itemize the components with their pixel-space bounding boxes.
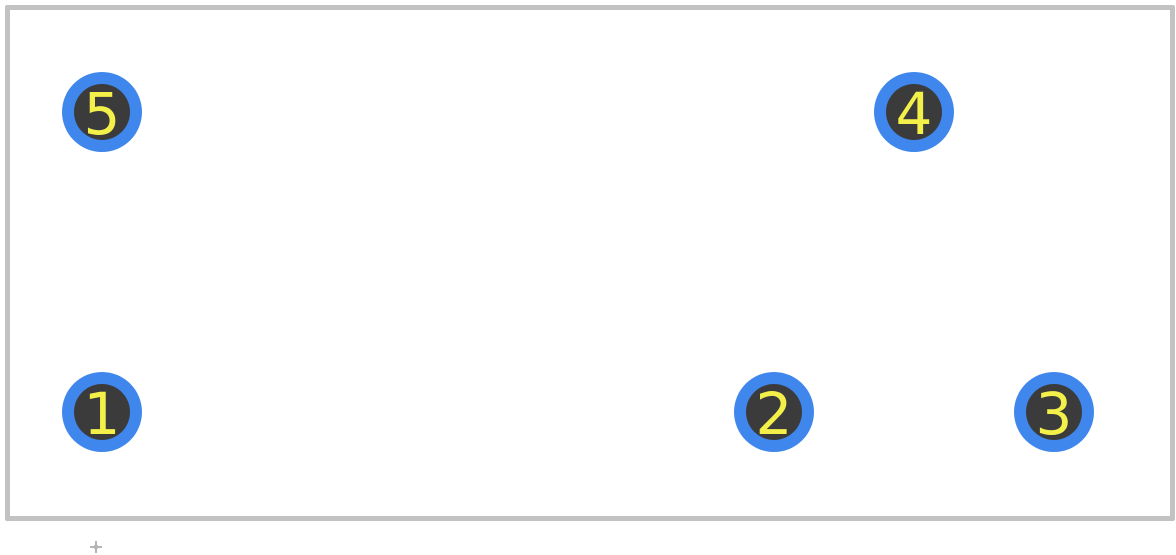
drill-hole: 3 [1026, 380, 1082, 448]
pad-2[interactable]: 2 [734, 372, 814, 452]
pin-number-label: 3 [1035, 380, 1073, 448]
component-outline [5, 5, 1175, 521]
pin-number-label: 4 [895, 80, 933, 148]
pad-3[interactable]: 3 [1014, 372, 1094, 452]
pin-number-label: 5 [83, 80, 121, 148]
pad-1[interactable]: 1 [62, 372, 142, 452]
pad-4[interactable]: 4 [874, 72, 954, 152]
pad-5[interactable]: 5 [62, 72, 142, 152]
drill-hole: 4 [886, 80, 942, 148]
origin-marker-icon [90, 541, 102, 553]
drill-hole: 5 [74, 80, 130, 148]
pin-number-label: 1 [83, 380, 121, 448]
drill-hole: 1 [74, 380, 130, 448]
drill-hole: 2 [746, 380, 802, 448]
pin-number-label: 2 [755, 380, 793, 448]
